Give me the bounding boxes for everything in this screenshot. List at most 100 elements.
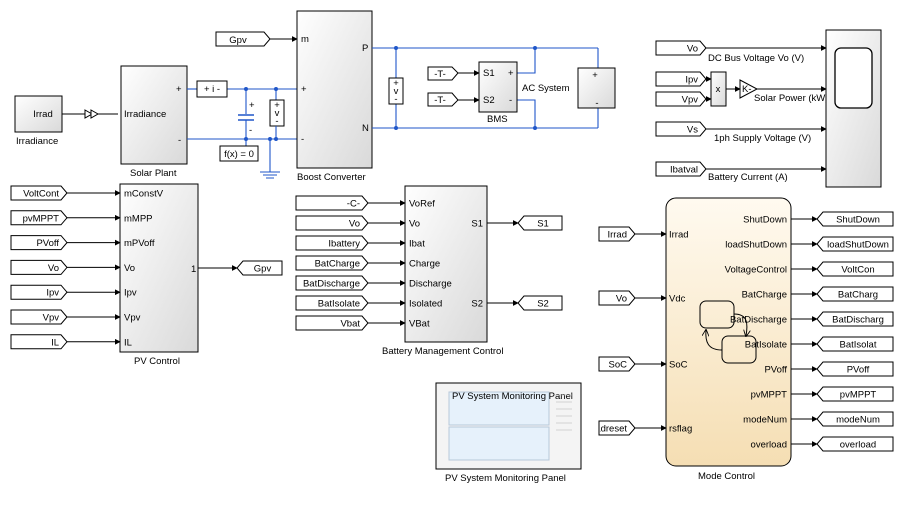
bms-const-1[interactable]: -T- bbox=[427, 66, 459, 81]
mode-port-rsflag: rsflag bbox=[669, 424, 692, 435]
pv-control-input-tag-pvoff-label: PVoff bbox=[36, 238, 59, 249]
battery-management-control-name: Battery Management Control bbox=[382, 346, 503, 357]
mode-output-tag-voltcon[interactable]: VoltCon bbox=[816, 261, 894, 277]
mode-output-tag-overload-label: overload bbox=[840, 440, 876, 451]
bmc-input-tag-vo[interactable]: Vo bbox=[295, 215, 369, 231]
mode-output-tag-batisolat[interactable]: BatIsolat bbox=[816, 336, 894, 352]
capacitor-block[interactable]: + - bbox=[238, 89, 255, 139]
mode-input-tag-soc[interactable]: SoC bbox=[598, 356, 636, 372]
bmc-input-tag-batdischarge-label: BatDischarge bbox=[303, 279, 360, 290]
pv-voltage-sensor[interactable]: + v - bbox=[269, 89, 285, 139]
mode-output-tag-batdischarg[interactable]: BatDischarg bbox=[816, 311, 894, 327]
mode-output-tag-batisolat-label: BatIsolat bbox=[840, 340, 877, 351]
boost-converter-name: Boost Converter bbox=[297, 172, 366, 183]
bmc-output-tag-s1[interactable]: S1 bbox=[517, 215, 563, 231]
pv-control-input-tag-vpv[interactable]: Vpv bbox=[10, 309, 68, 325]
scope-tag-vo-label: Vo bbox=[687, 44, 698, 55]
bmc-port-vbat: VBat bbox=[409, 319, 430, 330]
gpv-from-tag[interactable]: Gpv bbox=[215, 31, 271, 47]
bmc-input-tag-batcharge-label: BatCharge bbox=[315, 259, 360, 270]
product-block[interactable]: x bbox=[710, 71, 727, 107]
current-sensor-block[interactable]: + i - bbox=[196, 80, 228, 98]
mode-output-tag-pvmppt[interactable]: pvMPPT bbox=[816, 386, 894, 402]
pv-control-input-tag-voltcont[interactable]: VoltCont bbox=[10, 185, 68, 201]
mode-output-port-loadshutdown: loadShutDown bbox=[725, 240, 787, 251]
mode-port-vdc: Vdc bbox=[669, 294, 686, 305]
bmc-port-vo: Vo bbox=[409, 219, 420, 230]
mode-control-block[interactable] bbox=[665, 197, 792, 467]
scope-tag-vo[interactable]: Vo bbox=[655, 40, 707, 56]
bms-const-1-label: -T- bbox=[434, 69, 446, 80]
scope-tag-vpv[interactable]: Vpv bbox=[655, 91, 707, 107]
mode-output-tag-pvoff[interactable]: PVoff bbox=[816, 361, 894, 377]
battery-management-control-block[interactable] bbox=[404, 185, 488, 343]
mode-output-tag-modenum-label: modeNum bbox=[836, 415, 880, 426]
mode-output-tag-loadshutdown[interactable]: loadShutDown bbox=[816, 236, 894, 252]
ac-system-block[interactable]: + - bbox=[577, 67, 616, 109]
transition-1-icon bbox=[733, 313, 747, 336]
mode-output-port-batdischarge: BatDischarge bbox=[730, 315, 787, 326]
scope-tag-vs[interactable]: Vs bbox=[655, 121, 707, 137]
pv-control-input-tag-vo[interactable]: Vo bbox=[10, 259, 68, 275]
boost-port-m: m bbox=[301, 34, 309, 45]
pv-control-output-tag[interactable]: Gpv bbox=[236, 260, 283, 276]
monitoring-panel-block[interactable]: PV System Monitoring Panel bbox=[435, 382, 582, 470]
bms-port-minus: - bbox=[509, 95, 512, 106]
mode-input-tag-loadreset[interactable]: loadreset bbox=[588, 420, 636, 436]
scope-block[interactable] bbox=[825, 29, 882, 188]
bmc-output-tag-s2[interactable]: S2 bbox=[517, 295, 563, 311]
bmc-output-port-s2: S2 bbox=[471, 299, 483, 310]
bmc-port-voref: VoRef bbox=[409, 199, 435, 210]
bms-name: BMS bbox=[487, 114, 508, 125]
bmc-port-isolated: Isolated bbox=[409, 299, 442, 310]
bmc-input-tag-vbat-label: Vbat bbox=[340, 319, 360, 330]
mode-output-tag-batcharg[interactable]: BatCharg bbox=[816, 286, 894, 302]
bms-port-s1: S1 bbox=[483, 68, 495, 79]
mode-output-port-shutdown: ShutDown bbox=[743, 215, 787, 226]
mode-input-tag-vo-label: Vo bbox=[616, 294, 627, 305]
solver-config-block[interactable]: f(x) = 0 bbox=[219, 139, 259, 162]
solar-plant-block[interactable]: Irradiance + - bbox=[120, 65, 188, 165]
bms-block[interactable]: S1 S2 + - bbox=[478, 61, 518, 113]
bmc-input-tag-c[interactable]: -C- bbox=[295, 195, 369, 211]
boost-converter-block[interactable]: m + - P N bbox=[296, 10, 373, 169]
bmc-input-tag-batcharge[interactable]: BatCharge bbox=[295, 255, 369, 271]
boost-port-P: P bbox=[362, 43, 368, 54]
dc-voltmeter-label: v bbox=[394, 86, 399, 97]
ac-system-minus: - bbox=[595, 98, 598, 109]
scope-signal-label-3: 1ph Supply Voltage (V) bbox=[714, 133, 811, 144]
bms-port-plus: + bbox=[508, 68, 514, 79]
irradiance-unit-arrow-2 bbox=[90, 109, 100, 119]
mode-port-irrad: Irrad bbox=[669, 230, 689, 241]
bmc-input-tag-vbat[interactable]: Vbat bbox=[295, 315, 369, 331]
bmc-input-tag-vo-label: Vo bbox=[349, 219, 360, 230]
bmc-input-tag-ibattery[interactable]: Ibattery bbox=[295, 235, 369, 251]
pv-control-port-mmpp: mMPP bbox=[124, 213, 153, 224]
monitoring-panel-header: PV System Monitoring Panel bbox=[452, 391, 573, 402]
pv-control-input-tag-pvoff[interactable]: PVoff bbox=[10, 235, 68, 251]
mode-input-tag-irrad[interactable]: Irrad bbox=[598, 226, 636, 242]
scope-tag-ibatval[interactable]: Ibatval bbox=[655, 161, 707, 177]
solar-plant-port-irradiance: Irradiance bbox=[124, 109, 166, 120]
bms-const-2[interactable]: -T- bbox=[427, 92, 459, 107]
solar-plant-name: Solar Plant bbox=[130, 168, 177, 179]
pv-control-input-tag-pvmppt[interactable]: pvMPPT bbox=[10, 210, 68, 226]
pv-control-input-tag-il[interactable]: IL bbox=[10, 334, 68, 350]
pv-control-port-mpvoff: mPVoff bbox=[124, 238, 155, 249]
mode-input-tag-vo[interactable]: Vo bbox=[598, 290, 636, 306]
mode-output-tag-overload[interactable]: overload bbox=[816, 436, 894, 452]
bmc-input-tag-batisolate[interactable]: BatIsolate bbox=[295, 295, 369, 311]
mode-output-tag-modenum[interactable]: modeNum bbox=[816, 411, 894, 427]
dc-voltmeter-block[interactable]: + v - bbox=[388, 77, 404, 105]
ac-system-plus: + bbox=[592, 70, 598, 81]
bmc-output-tag-s1-label: S1 bbox=[537, 219, 549, 230]
scope-tag-ipv[interactable]: Ipv bbox=[655, 71, 707, 87]
pv-control-block[interactable] bbox=[119, 183, 199, 353]
mode-output-tag-shutdown[interactable]: ShutDown bbox=[816, 211, 894, 227]
bmc-input-tag-batdischarge[interactable]: BatDischarge bbox=[295, 275, 369, 291]
irradiance-block[interactable]: Irrad bbox=[14, 95, 63, 133]
pv-control-input-tag-ipv[interactable]: Ipv bbox=[10, 284, 68, 300]
scope-tag-vs-label: Vs bbox=[687, 125, 698, 136]
mode-input-tag-soc-label: SoC bbox=[609, 360, 628, 371]
solar-plant-port-neg: - bbox=[178, 135, 181, 146]
